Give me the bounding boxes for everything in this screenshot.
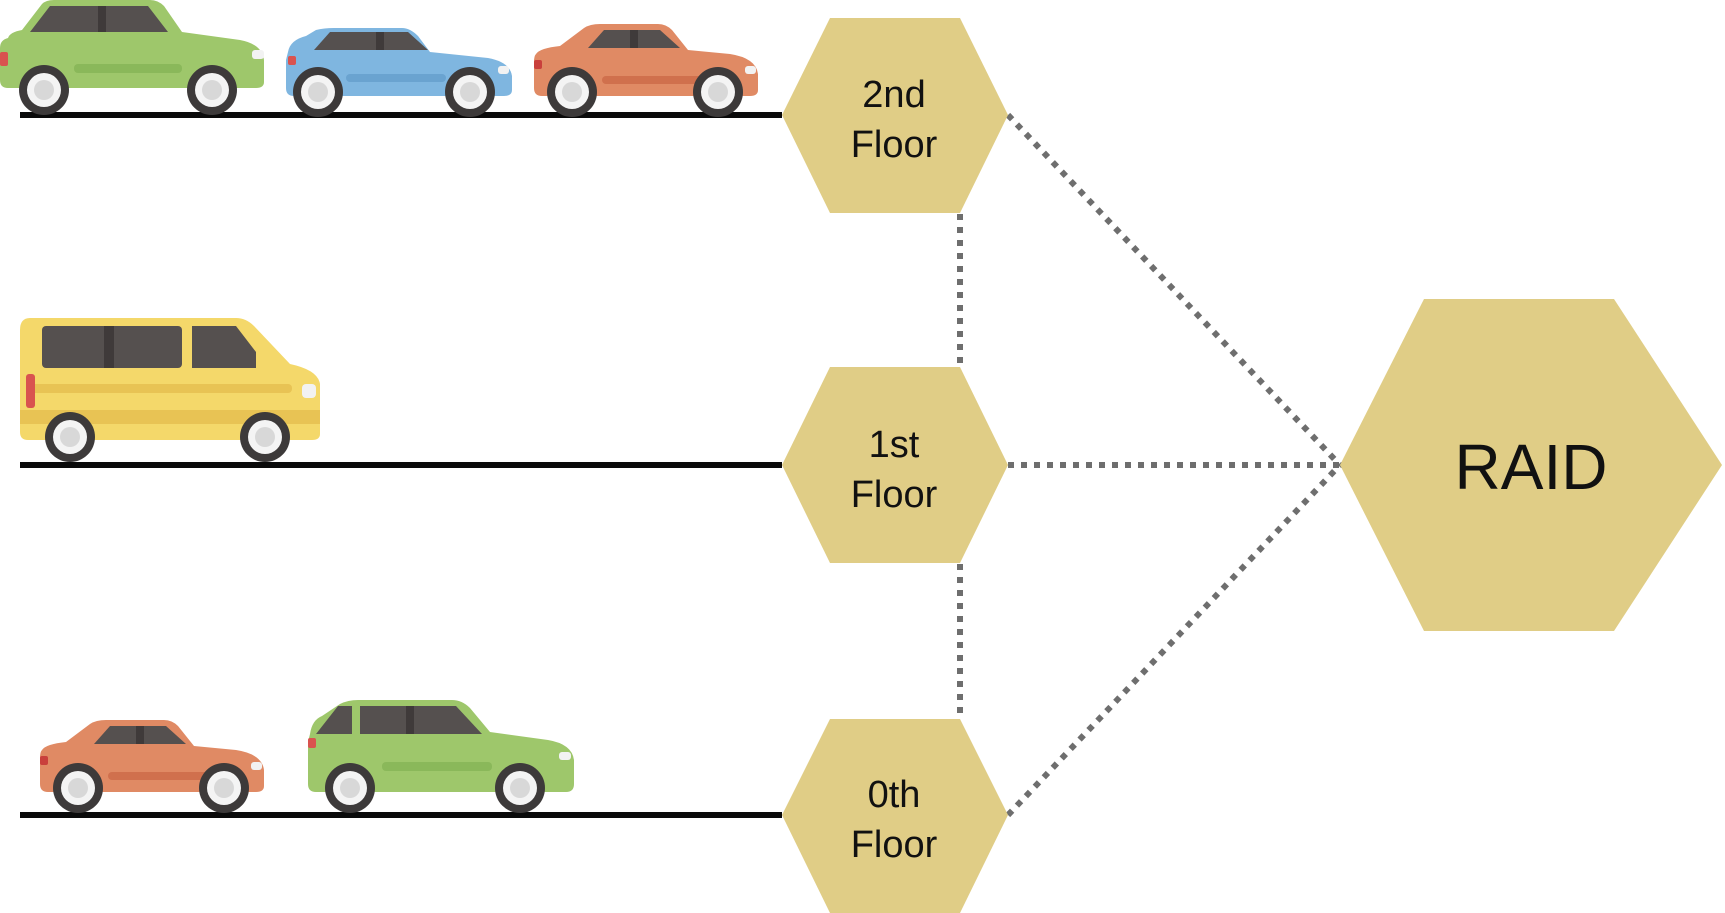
connector-floor2-raid (1005, 112, 1343, 468)
floor-1-vehicles (20, 318, 320, 462)
floor-0-label-line2: Floor (851, 824, 938, 866)
hexagon-shape (1340, 299, 1722, 631)
floor-2-label-line1: 2nd (862, 74, 925, 116)
hexagon-shape (782, 367, 1008, 563)
floor-2-vehicles (0, 0, 758, 117)
hexagon-raid: RAID (1340, 299, 1722, 631)
car-sedan-orange (534, 24, 758, 117)
floor-0-label-line1: 0th (868, 774, 921, 816)
hexagon-shape (782, 719, 1008, 913)
raid-label: RAID (1455, 431, 1608, 503)
hexagon-floor-0: 0th Floor (782, 719, 1008, 913)
hexagon-floor-1: 1st Floor (782, 367, 1008, 563)
car-wagon-green (0, 0, 264, 115)
connectors (957, 112, 1343, 818)
floor-2-label-line2: Floor (851, 124, 938, 166)
car-sedan-orange-2 (40, 720, 264, 813)
hexagon-floor-2: 2nd Floor (782, 18, 1008, 213)
floor-0-vehicles (40, 700, 574, 813)
connector-floor0-raid (1005, 462, 1343, 818)
van-yellow (20, 318, 320, 462)
car-hatchback-blue (286, 28, 512, 117)
roads (20, 112, 782, 818)
hexagon-shape (782, 18, 1008, 213)
floor-1-label-line1: 1st (869, 424, 920, 466)
floor-1-label-line2: Floor (851, 474, 938, 516)
car-hatchback-green (308, 700, 574, 813)
